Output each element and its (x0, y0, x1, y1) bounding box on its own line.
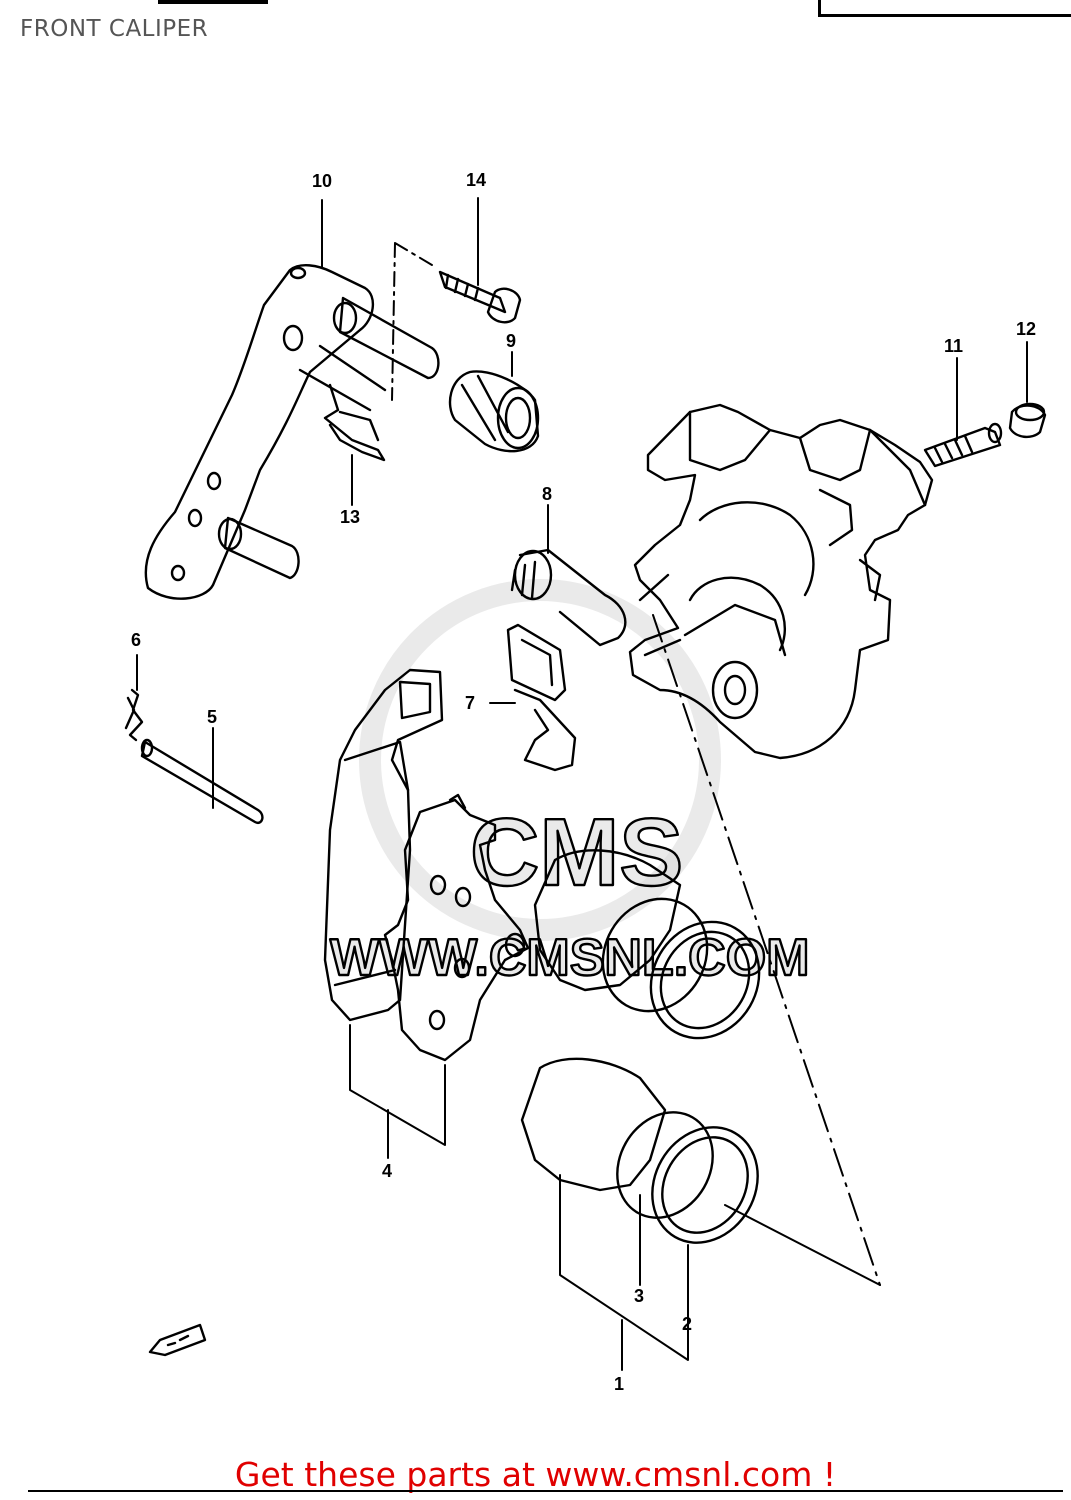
part-9-boot (448, 370, 540, 453)
cropped-figure-heading (158, 0, 268, 4)
callout-14: 14 (466, 170, 486, 190)
callout-2: 2 (682, 1314, 692, 1334)
part-11-bleeder-valve (923, 422, 1003, 468)
callout-8: 8 (542, 484, 552, 504)
footer-promo-link[interactable]: Get these parts at www.cmsnl.com ! (234, 1455, 837, 1494)
callout-5: 5 (207, 707, 217, 727)
callout-11: 11 (944, 336, 963, 356)
part-13-clip (323, 383, 386, 462)
callout-3: 3 (634, 1286, 644, 1306)
callout-6: 6 (131, 630, 141, 650)
part-12-bleeder-cap (1008, 402, 1047, 439)
watermark: CMS WWW.CMSNL.COM (329, 579, 811, 988)
callout-1: 1 (614, 1374, 624, 1394)
callout-10: 10 (312, 171, 332, 191)
part-14-bolt (438, 270, 522, 324)
page-title: FRONT CALIPER (20, 16, 209, 42)
callout-4: 4 (382, 1161, 392, 1181)
callout-12: 12 (1016, 319, 1036, 339)
front-direction-arrow-icon (148, 1323, 207, 1357)
part-4-brake-pads (323, 668, 530, 1062)
caliper-body (628, 403, 934, 760)
callout-13: 13 (340, 507, 360, 527)
part-10-caliper-bracket (144, 264, 440, 600)
part-5-pad-pin (140, 738, 264, 825)
figure-frame-corner (818, 0, 1071, 17)
callout-9: 9 (506, 331, 516, 351)
footer-divider (28, 1490, 1063, 1492)
part-7-pad-spring (506, 623, 577, 772)
part-8-slide-pin (510, 548, 627, 647)
callout-7: 7 (465, 693, 475, 713)
leader-lines (136, 197, 1028, 1371)
part-6-clip (124, 688, 144, 742)
piston-upper (533, 849, 761, 1040)
piston-lower (520, 1057, 759, 1244)
